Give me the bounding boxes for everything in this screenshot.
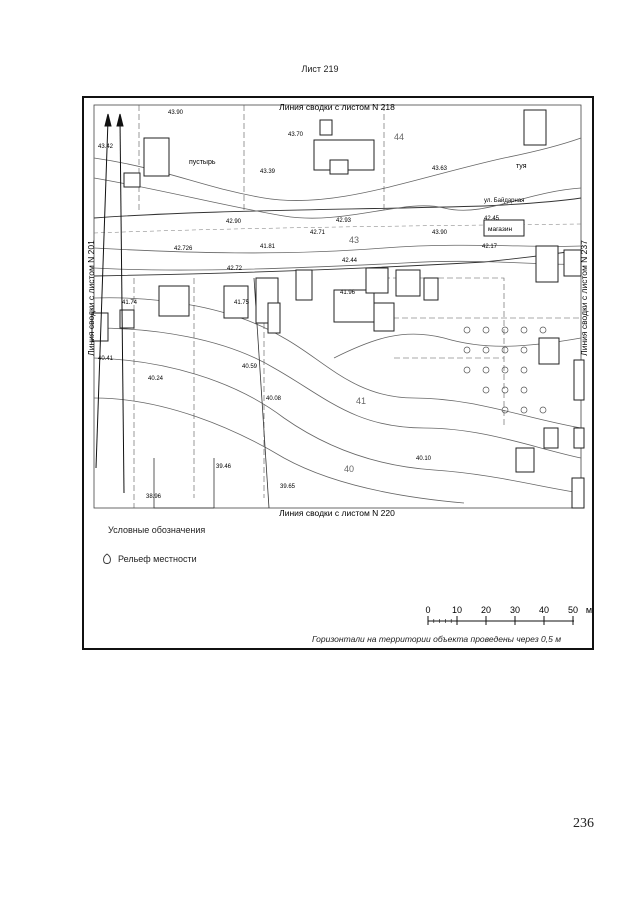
scale-tick-label: 0 bbox=[425, 605, 430, 615]
scale-bar-graphic: 0 10 20 30 40 50 м bbox=[425, 605, 592, 625]
spot-height: 42.17 bbox=[482, 244, 498, 250]
spot-height: 39.46 bbox=[216, 464, 232, 470]
scale-tick-label: 50 bbox=[568, 605, 578, 615]
relief-symbol-icon bbox=[103, 553, 111, 564]
spot-height: 43.42 bbox=[98, 144, 114, 150]
buildings bbox=[91, 109, 585, 509]
legend-title: Условные обозначения bbox=[108, 525, 206, 535]
spot-height: 42.93 bbox=[336, 218, 352, 224]
map-inner-border bbox=[93, 104, 582, 509]
spot-heights: 43.90 43.42 43.70 43.39 43.63 42.90 42.9… bbox=[98, 110, 500, 500]
place-label-shop: магазин bbox=[488, 226, 512, 233]
map-canvas: Линия сводки с листом N 218 Линия сводки… bbox=[86, 102, 589, 518]
spot-height: 43.63 bbox=[432, 166, 448, 172]
contour-label: 43 bbox=[349, 235, 359, 245]
spot-height: 43.70 bbox=[288, 132, 304, 138]
spot-height: 43.90 bbox=[432, 230, 448, 236]
place-label-tuya: туя bbox=[516, 163, 527, 170]
contour-lines bbox=[93, 137, 582, 504]
spot-height: 41.75 bbox=[234, 300, 250, 306]
spot-height: 43.39 bbox=[260, 169, 276, 175]
scale-unit: м bbox=[586, 605, 592, 615]
contour-label: 40 bbox=[344, 464, 354, 474]
scale-tick-label: 30 bbox=[510, 605, 520, 615]
spot-height: 40.24 bbox=[148, 376, 164, 382]
scale-bar: 0 10 20 30 40 50 м bbox=[424, 603, 599, 633]
spot-height: 41.96 bbox=[340, 290, 356, 296]
map-frame: Линия сводки с листом N 218 Линия сводки… bbox=[82, 96, 594, 650]
spot-height: 42.45 bbox=[484, 216, 500, 222]
spot-height: 41.81 bbox=[260, 244, 276, 250]
spot-height: 40.08 bbox=[266, 396, 282, 402]
north-arrow-icon bbox=[95, 113, 125, 494]
spot-height: 38.96 bbox=[146, 494, 162, 500]
spot-height: 42.72 bbox=[227, 266, 243, 272]
match-line-bottom: Линия сводки с листом N 220 bbox=[279, 508, 395, 518]
spot-height: 42.71 bbox=[310, 230, 326, 236]
spot-height: 43.90 bbox=[168, 110, 184, 116]
sheet-title: Лист 219 bbox=[301, 64, 339, 74]
spot-height: 40.59 bbox=[242, 364, 258, 370]
spot-height: 40.41 bbox=[98, 356, 114, 362]
match-line-right: Линия сводки с листом N 237 bbox=[579, 240, 589, 356]
spot-height: 41.74 bbox=[122, 300, 138, 306]
spot-height: 39.65 bbox=[280, 484, 296, 490]
spot-height: 40.10 bbox=[416, 456, 432, 462]
orchard-trees bbox=[463, 326, 547, 414]
scale-tick-label: 40 bbox=[539, 605, 549, 615]
contour-interval-note: Горизонтали на территории объекта провед… bbox=[312, 634, 562, 644]
contour-label: 41 bbox=[356, 396, 366, 406]
scale-tick-label: 10 bbox=[452, 605, 462, 615]
spot-height: 42.90 bbox=[226, 219, 242, 225]
legend-item-relief: Рельеф местности bbox=[102, 553, 197, 565]
scale-tick-label: 20 bbox=[481, 605, 491, 615]
match-line-top: Линия сводки с листом N 218 bbox=[279, 102, 395, 112]
spot-height: 42.44 bbox=[342, 258, 358, 264]
match-line-left: Линия сводки с листом N 201 bbox=[86, 240, 96, 356]
road-edge-south bbox=[93, 249, 582, 277]
place-label-wasteland: пустырь bbox=[189, 159, 216, 166]
legend-item-label: Рельеф местности bbox=[118, 554, 197, 564]
spot-height: 42.726 bbox=[174, 246, 193, 252]
page-number: 236 bbox=[573, 816, 594, 831]
place-label-street: ул. Байдарная bbox=[484, 197, 524, 204]
contour-label: 44 bbox=[394, 132, 404, 142]
